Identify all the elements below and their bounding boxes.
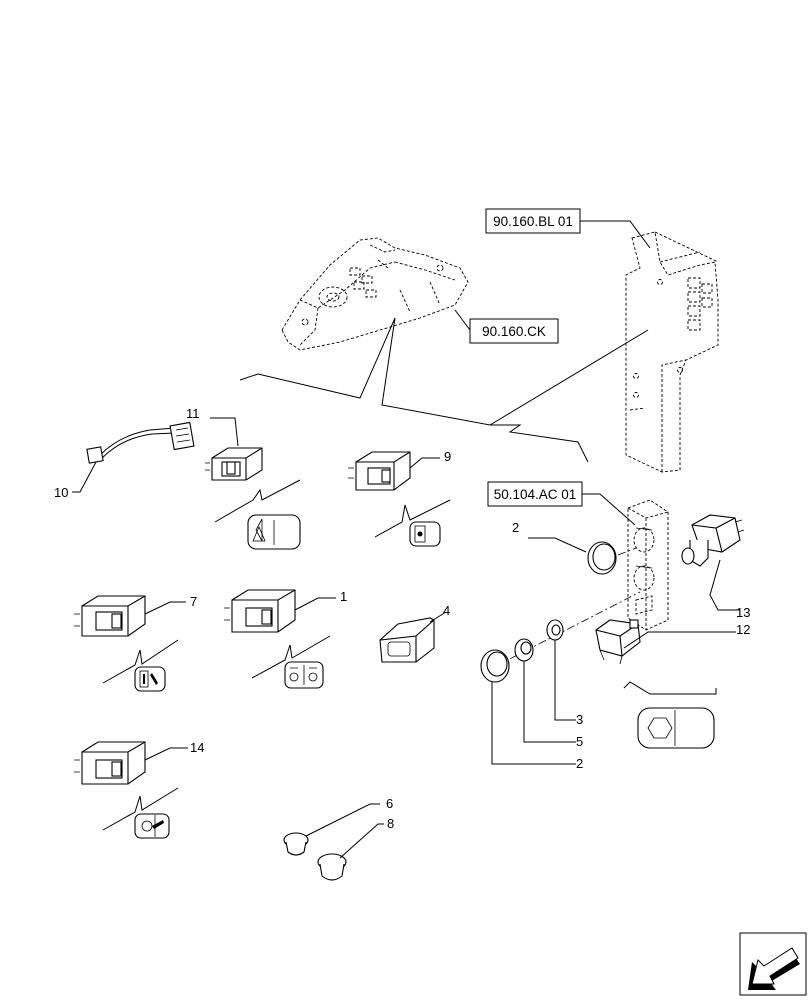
- reference-label-ac: 50.104.AC 01: [494, 487, 577, 502]
- callout-5: 5: [576, 734, 583, 749]
- callout-13: 13: [736, 605, 750, 620]
- switch-11-hazard[interactable]: [205, 417, 301, 523]
- reference-box-ck[interactable]: 90.160.CK: [469, 318, 559, 344]
- push-switch-12[interactable]: [595, 619, 736, 695]
- callout-8: 8: [387, 816, 394, 831]
- beacon-light-icon: [409, 521, 441, 547]
- hexagon-icon: [637, 707, 715, 749]
- blank-cover-4[interactable]: [379, 611, 447, 663]
- switch-9-beacon[interactable]: [348, 451, 451, 538]
- plug-8[interactable]: [317, 823, 384, 881]
- reference-label-bl: 90.160.BL 01: [493, 214, 573, 229]
- wiring-harness: [72, 421, 195, 493]
- callout-1: 1: [340, 589, 347, 604]
- work-lights-icon: [134, 666, 166, 692]
- plug-6[interactable]: [283, 803, 380, 856]
- callout-6: 6: [386, 796, 393, 811]
- reference-box-ac[interactable]: 50.104.AC 01: [487, 481, 583, 507]
- knob-2-upper[interactable]: [528, 537, 637, 575]
- console-housing-assembly: [281, 237, 469, 351]
- wiper-icon: [134, 813, 170, 839]
- callout-2-lower: 2: [576, 756, 583, 771]
- callout-2-upper: 2: [512, 520, 519, 535]
- callout-10: 10: [54, 485, 68, 500]
- rotary-switch-13[interactable]: [681, 514, 745, 611]
- callout-3: 3: [576, 712, 583, 727]
- callout-12: 12: [736, 622, 750, 637]
- callout-14: 14: [190, 740, 204, 755]
- callout-11: 11: [186, 406, 200, 421]
- hazard-warning-triangle-icon: [247, 514, 301, 550]
- washer-3[interactable]: [546, 619, 576, 721]
- assembly-leader-lines: [239, 220, 651, 463]
- callout-9: 9: [444, 449, 451, 464]
- switch-7-work-lights[interactable]: [74, 595, 186, 684]
- mounting-bracket-panel: [625, 231, 719, 473]
- reference-box-bl[interactable]: 90.160.BL 01: [485, 208, 581, 234]
- next-page-arrow-icon[interactable]: [739, 932, 807, 996]
- switch-1-fog-lights[interactable]: [224, 589, 336, 679]
- callout-4: 4: [443, 603, 450, 618]
- control-panel-plate: [627, 499, 669, 631]
- fog-lights-icon: [284, 661, 324, 689]
- knob-2-lower[interactable]: [480, 649, 576, 765]
- switch-14-wiper[interactable]: [74, 741, 188, 831]
- nut-5[interactable]: [514, 638, 576, 743]
- callout-7: 7: [190, 594, 197, 609]
- reference-label-ck: 90.160.CK: [482, 324, 546, 339]
